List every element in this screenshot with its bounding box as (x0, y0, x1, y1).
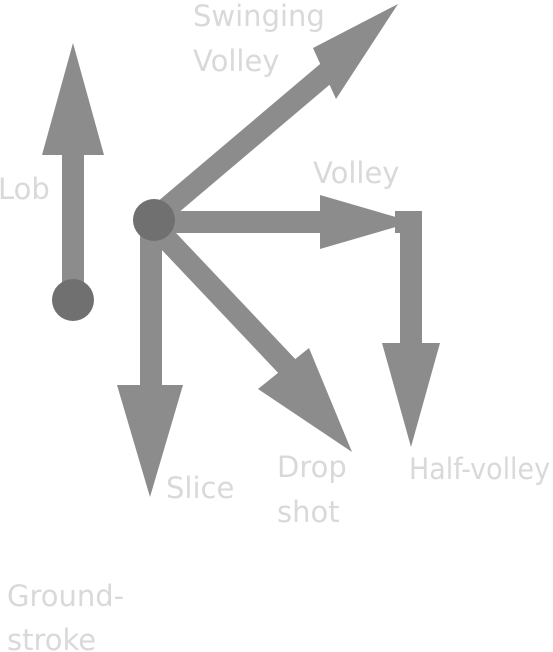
swinging-volley-arrow (146, 4, 398, 228)
groundstroke-label-line1: Ground- (7, 579, 124, 613)
drop-shot-label-line2: shot (277, 495, 340, 529)
half-volley-label: Half-volley (409, 452, 550, 486)
slice-label: Slice (166, 471, 234, 505)
slice-arrow (117, 222, 183, 497)
swinging-volley-label-line1: Swinging (193, 0, 325, 33)
lob-origin-node (52, 279, 94, 321)
groundstroke-label-line2: stroke (7, 623, 96, 652)
half-volley-arrow (382, 211, 440, 447)
swinging-volley-label-line2: Volley (193, 44, 279, 78)
volley-arrow (154, 195, 413, 249)
lob-label: Lob (0, 172, 50, 206)
center-origin-node (133, 199, 175, 241)
drop-shot-label-line1: Drop (277, 450, 347, 484)
drop-shot-arrow (152, 224, 352, 452)
lob-arrow (42, 43, 104, 300)
volley-label: Volley (313, 156, 399, 190)
